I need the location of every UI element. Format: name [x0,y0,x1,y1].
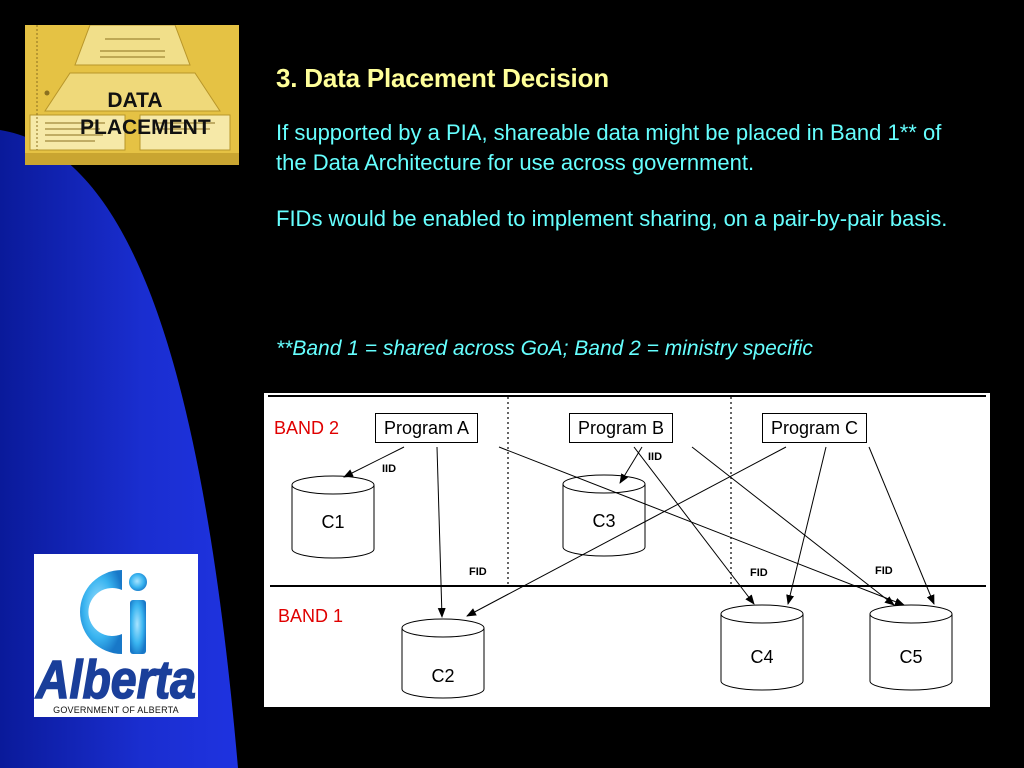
arrow-a-c5 [498,446,905,606]
ci-emblem-icon [80,570,122,654]
band-1-label: BAND 1 [278,606,344,626]
store-c2-label: C2 [431,666,455,686]
band-2-label: BAND 2 [274,418,340,438]
program-b-box: Program B [569,413,674,443]
slide-footnote: **Band 1 = shared across GoA; Band 2 = m… [276,337,813,360]
arrow-b-c4 [633,446,755,605]
arrow-c-c5 [868,446,935,605]
cylinder-c4 [720,604,804,691]
store-c4-label: C4 [750,647,774,667]
store-c5-label: C5 [899,647,923,667]
arrow-c-c4 [786,446,827,605]
arrow-a-c2 [436,446,446,618]
data-placement-thumbnail: DATA PLACEMENT [25,25,239,165]
logo-caption: GOVERNMENT OF ALBERTA [53,705,179,715]
thumbnail-title: DATA PLACEMENT [80,87,211,141]
cylinder-c2 [401,618,485,699]
fid-label-1: FID [469,566,487,578]
cylinder-c1 [291,475,375,559]
slide-paragraph-2: FIDs would be enabled to implement shari… [276,206,948,231]
store-c3-label: C3 [592,511,616,531]
thumbnail-title-line2: PLACEMENT [80,116,211,139]
slide-heading: 3. Data Placement Decision [276,63,609,93]
arrow-a-c1 [343,446,405,478]
iid-label-2: IID [648,451,663,463]
iid-label-1: IID [382,463,397,475]
arrow-c-c2 [466,446,787,617]
cylinder-c5 [869,604,953,691]
arrow-b-c5 [691,446,895,606]
store-c1-label: C1 [321,512,345,532]
fid-label-2: FID [750,567,768,579]
thumbnail-title-line1: DATA [107,89,163,112]
slide-paragraph-1: If supported by a PIA, shareable data mi… [276,120,942,175]
data-architecture-diagram: BAND 2 BAND 1 Program A Program B Progra… [264,393,990,707]
program-a-box: Program A [375,413,479,443]
program-c-box: Program C [762,413,868,443]
fid-label-3: FID [875,565,893,577]
logo-word: Alberta [34,650,196,710]
alberta-logo: Alberta [34,554,198,717]
